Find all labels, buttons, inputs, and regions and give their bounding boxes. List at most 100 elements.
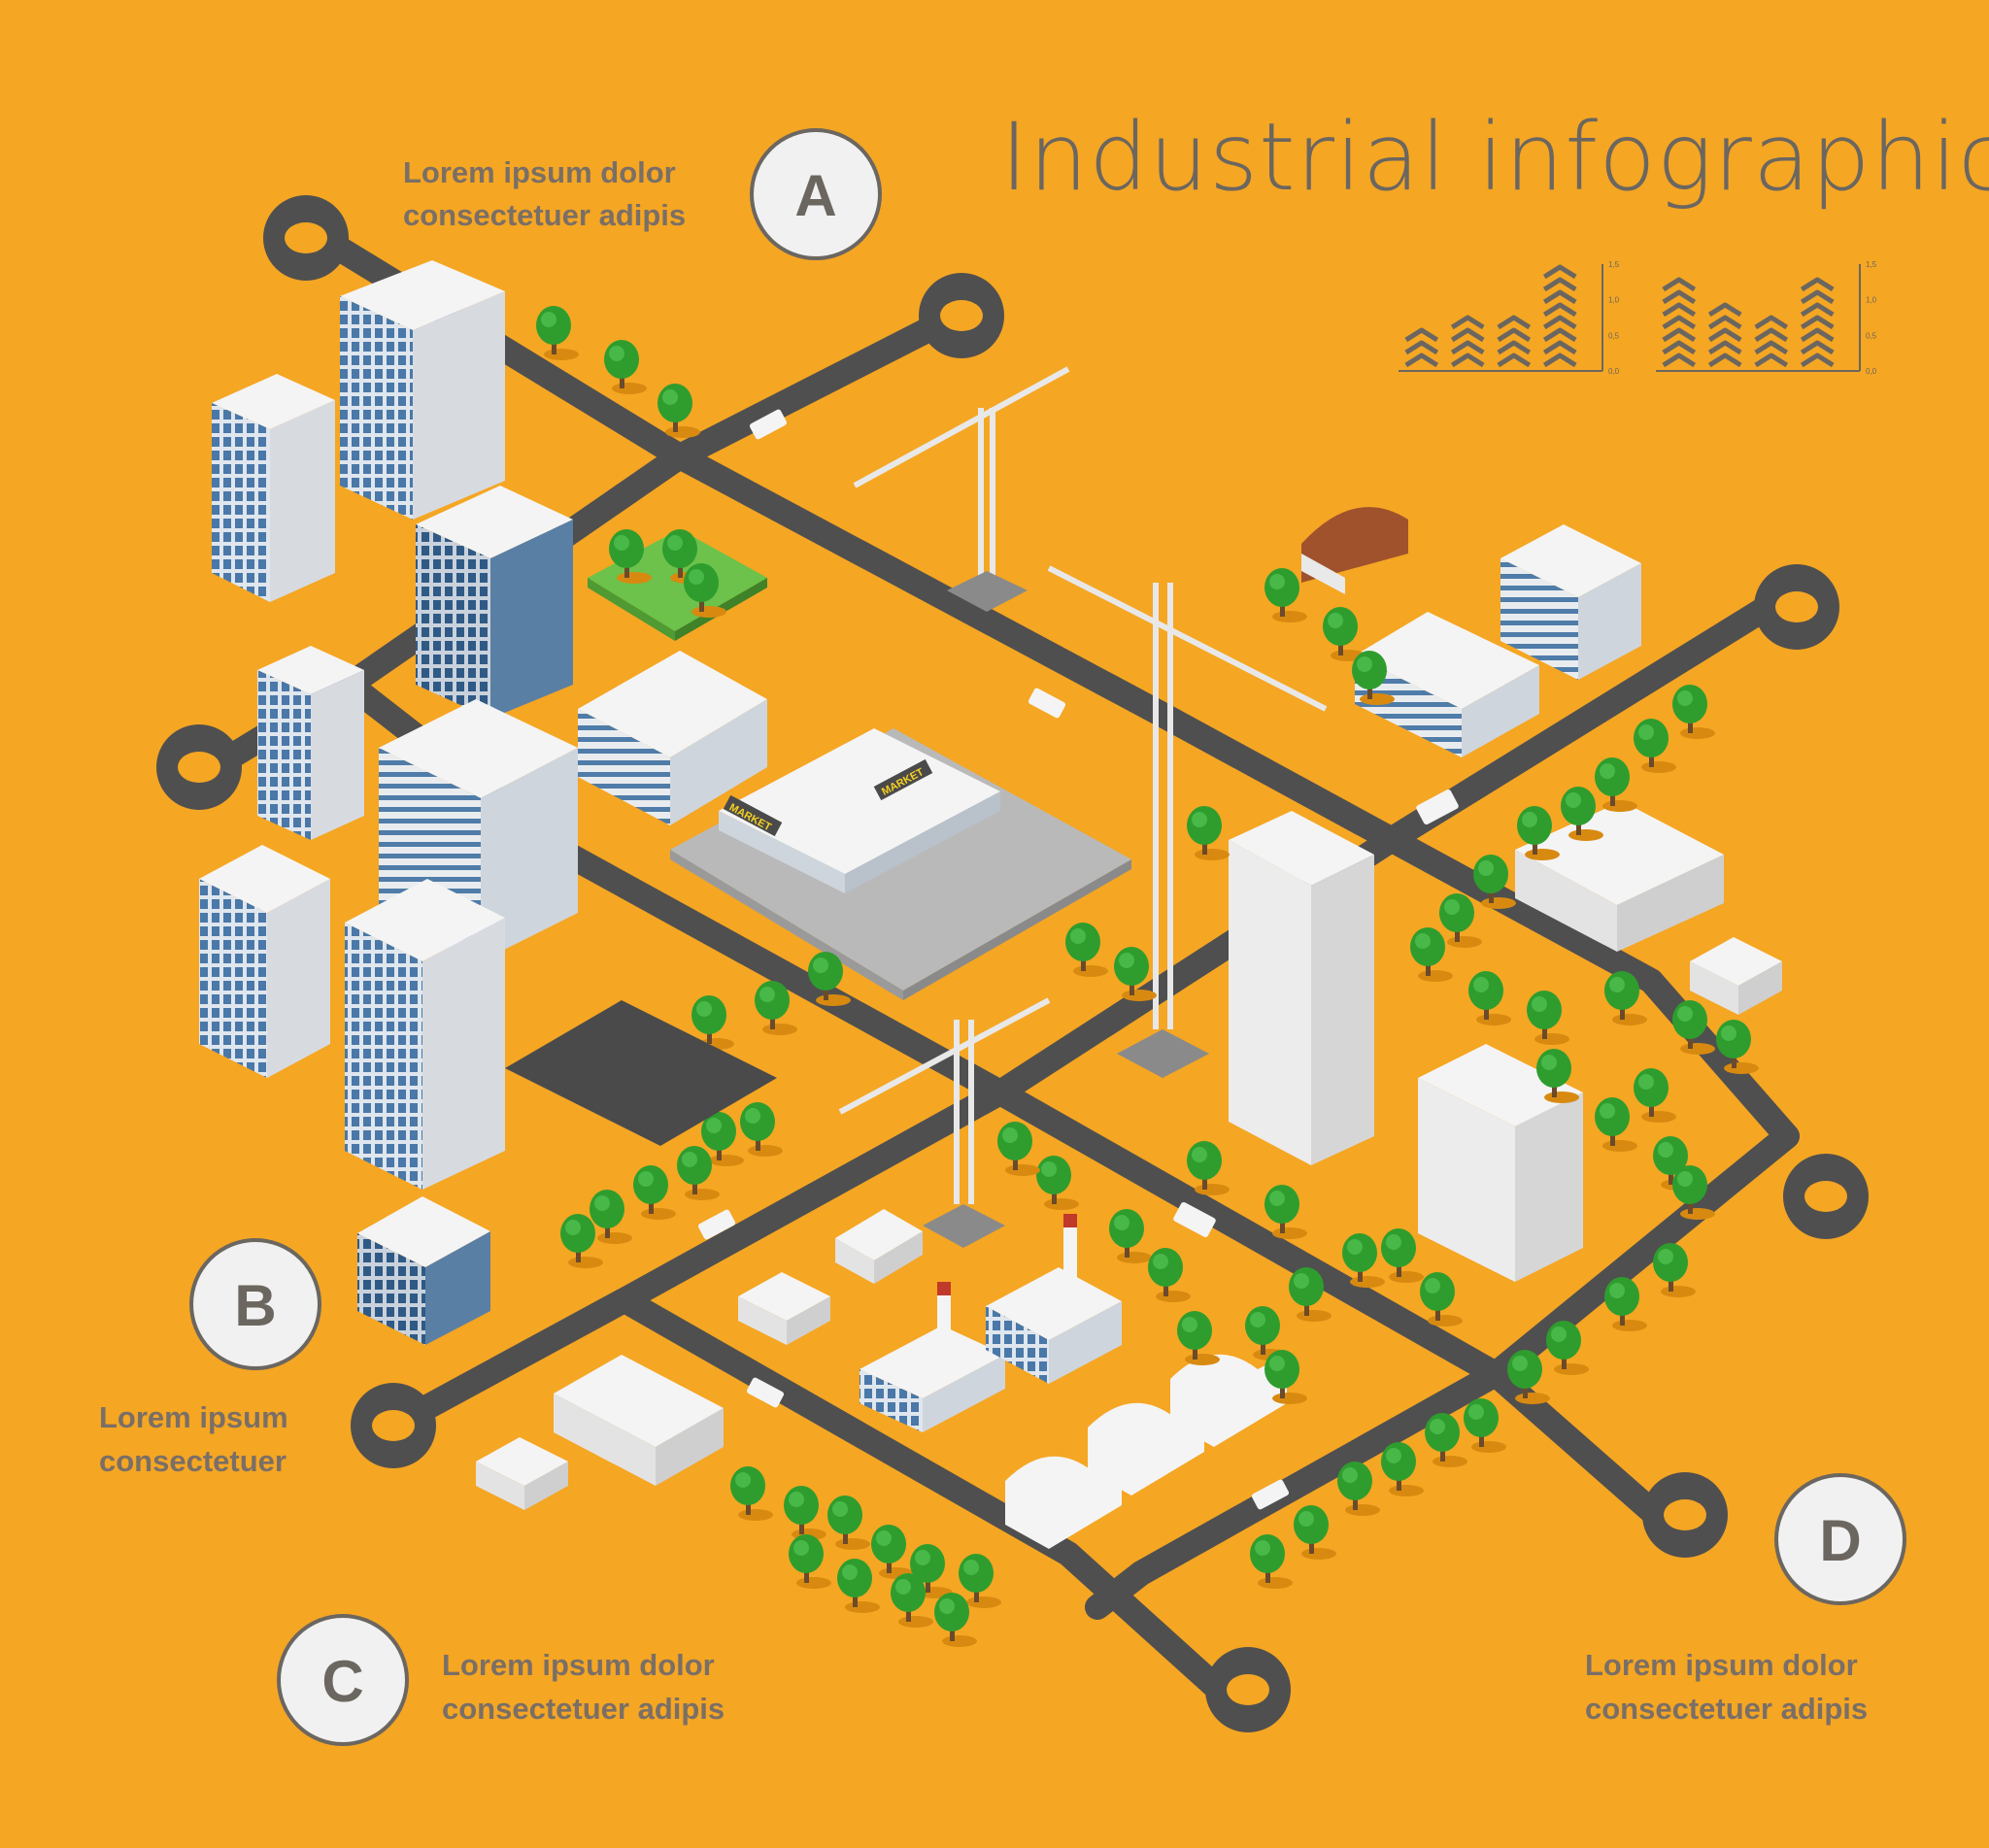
tree (1439, 893, 1482, 948)
tree (609, 529, 652, 584)
tree (1561, 787, 1603, 841)
tree (701, 1112, 744, 1166)
tree (1527, 991, 1569, 1045)
tree (740, 1102, 783, 1157)
tree (808, 952, 851, 1006)
cranes (838, 366, 1328, 1204)
callout-d-line-1: Lorem ipsum dolor (1585, 1648, 1858, 1682)
market-building (719, 728, 1000, 893)
tree (934, 1593, 977, 1647)
callout-a: A Lorem ipsum dolor consectetuer adipis (403, 128, 882, 260)
truck-parking (505, 1000, 777, 1146)
tree (560, 1214, 603, 1268)
tree (1381, 1228, 1424, 1283)
tree (1653, 1243, 1696, 1297)
tree (1177, 1311, 1220, 1365)
tree (730, 1466, 773, 1521)
factory-small-right (1690, 937, 1782, 1015)
tree (827, 1495, 870, 1550)
tree (1634, 1068, 1676, 1123)
tree (1604, 1277, 1647, 1331)
callout-a-line-2: consectetuer adipis (403, 198, 686, 232)
chart-bar (1754, 315, 1789, 368)
chart-tick-label: 1,5 (1608, 260, 1620, 269)
tree (1464, 1398, 1506, 1453)
tree (789, 1534, 831, 1589)
small-unit-2 (835, 1209, 923, 1284)
tree (837, 1559, 880, 1613)
tree (1294, 1505, 1336, 1560)
callout-d-letter: D (1819, 1508, 1861, 1573)
chart-axes (1399, 264, 1603, 372)
tree (1672, 685, 1715, 739)
hangar-3 (1005, 1456, 1122, 1549)
tree (590, 1190, 632, 1244)
tree (604, 340, 647, 394)
tree (1420, 1272, 1463, 1327)
tree (1536, 1049, 1579, 1103)
tree (691, 995, 734, 1050)
tree (1250, 1534, 1293, 1589)
chart-tick-label: 1,0 (1608, 296, 1620, 305)
tree (891, 1573, 933, 1628)
tower-2 (212, 374, 335, 602)
tree (1473, 855, 1516, 909)
factory-1 (860, 1282, 1005, 1432)
callout-c-letter: C (321, 1649, 363, 1714)
tower-1 (340, 260, 505, 520)
chart-bar (1404, 327, 1439, 368)
chart-bar (1800, 277, 1835, 368)
small-unit-1 (738, 1272, 830, 1345)
roundabout-centers (178, 222, 1847, 1705)
tree (1381, 1442, 1424, 1496)
chart-tick-label: 1,5 (1866, 260, 1877, 269)
tree (684, 563, 726, 618)
tree (1468, 971, 1511, 1025)
tree (1065, 923, 1108, 977)
tree (1264, 568, 1307, 622)
tree (1410, 927, 1453, 982)
tree (1672, 1000, 1715, 1055)
callout-b-letter: B (234, 1273, 276, 1338)
barn (1301, 507, 1408, 594)
tree (1323, 607, 1365, 661)
tree (755, 981, 797, 1035)
midrise-right (1418, 1044, 1583, 1282)
tree (959, 1554, 1001, 1608)
tree (1716, 1020, 1759, 1074)
chart-bar (1497, 315, 1532, 368)
callout-a-line-1: Lorem ipsum dolor (403, 155, 676, 189)
tree (1352, 651, 1395, 705)
factory-2 (986, 1214, 1122, 1384)
chart-bar (1707, 302, 1742, 368)
chart-axes (1656, 264, 1861, 372)
chart-tick-label: 1,0 (1866, 296, 1877, 305)
callout-a-letter: A (794, 163, 836, 228)
tree (1264, 1185, 1307, 1239)
highrise-center (1229, 811, 1374, 1165)
tree (1264, 1350, 1307, 1404)
tree (1114, 947, 1157, 1001)
tree (1036, 1156, 1079, 1210)
factory-small-left (476, 1437, 568, 1510)
callout-d: D Lorem ipsum dolor consectetuer adipis (1585, 1473, 1906, 1726)
chart-bar (1662, 277, 1697, 368)
tree (536, 306, 579, 360)
warehouse-right (1515, 801, 1724, 952)
tree (1634, 719, 1676, 773)
chart-2: 0,00,51,01,5 (1656, 260, 1877, 376)
tree (1604, 971, 1647, 1025)
tree (997, 1122, 1040, 1176)
tree (1342, 1233, 1385, 1288)
glass-cube (357, 1196, 490, 1345)
chart-bar (1450, 315, 1485, 368)
chart-bar (1542, 264, 1577, 368)
tree (657, 384, 700, 438)
tree (1517, 806, 1560, 860)
crane-bases (923, 571, 1209, 1248)
tree (1337, 1462, 1380, 1516)
tree (1187, 1141, 1230, 1195)
chart-1: 0,00,51,01,5 (1399, 260, 1620, 376)
tree (1425, 1413, 1467, 1467)
